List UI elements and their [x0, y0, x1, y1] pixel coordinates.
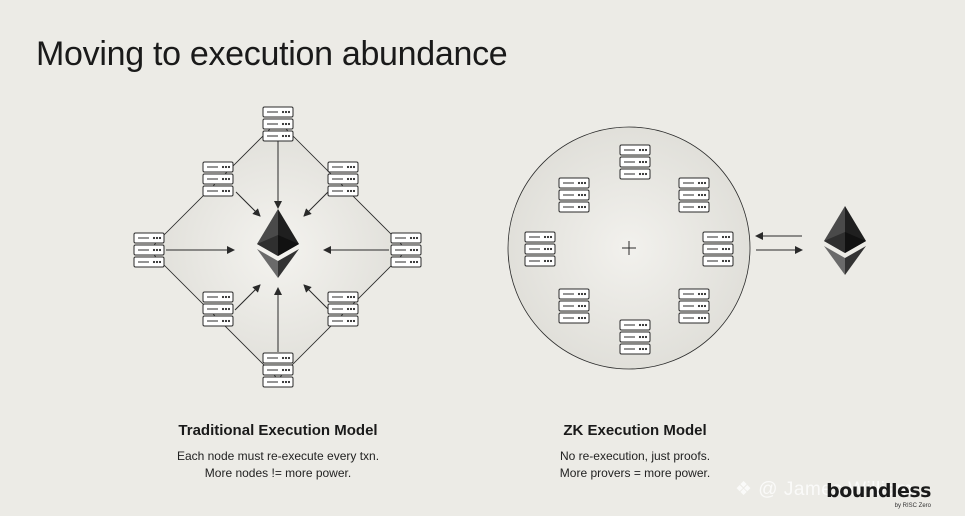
brand-logo: boundless by RISC Zero	[826, 480, 931, 510]
arrow-bottom-right	[303, 284, 329, 310]
prover-node-bottom-right	[678, 288, 710, 324]
traditional-desc-2: More nodes != more power.	[204, 466, 352, 480]
server-node-bottom-left	[202, 291, 234, 327]
zk-caption: ZK Execution Model No re-execution, just…	[485, 421, 785, 482]
prover-node-left	[524, 231, 556, 267]
server-node-left	[133, 232, 165, 268]
server-node-top-right	[327, 161, 359, 197]
server-node-bottom	[262, 352, 294, 388]
prover-node-bottom-left	[558, 288, 590, 324]
server-node-top	[262, 106, 294, 142]
prover-node-top	[619, 144, 651, 180]
traditional-caption: Traditional Execution Model Each node mu…	[128, 421, 428, 482]
arrow-bottom-left	[234, 284, 261, 311]
prover-node-top-right	[678, 177, 710, 213]
server-node-bottom-right	[327, 291, 359, 327]
server-node-top-left	[202, 161, 234, 197]
watermark: ❖ @ James William	[735, 479, 913, 500]
prover-node-bottom	[619, 319, 651, 355]
arrow-top-left	[235, 191, 261, 217]
traditional-desc-1: Each node must re-execute every txn.	[176, 449, 380, 463]
zk-title: ZK Execution Model	[563, 422, 707, 439]
brand-name: boundless	[826, 480, 931, 502]
zk-desc-1: No re-execution, just proofs.	[559, 449, 711, 463]
arrow-top-right	[303, 190, 330, 217]
zk-desc-2: More provers = more power.	[559, 466, 711, 480]
server-node-right	[390, 232, 422, 268]
ethereum-icon-right	[824, 206, 866, 275]
prover-node-top-left	[558, 177, 590, 213]
traditional-diagram	[133, 106, 422, 388]
zk-diagram	[507, 126, 866, 370]
arrows	[166, 136, 389, 352]
brand-tagline: by RISC Zero	[894, 503, 931, 509]
prover-node-right	[702, 231, 734, 267]
traditional-title: Traditional Execution Model	[178, 422, 378, 439]
slide-title: Moving to execution abundance	[36, 35, 508, 73]
plus-icon	[622, 241, 636, 255]
